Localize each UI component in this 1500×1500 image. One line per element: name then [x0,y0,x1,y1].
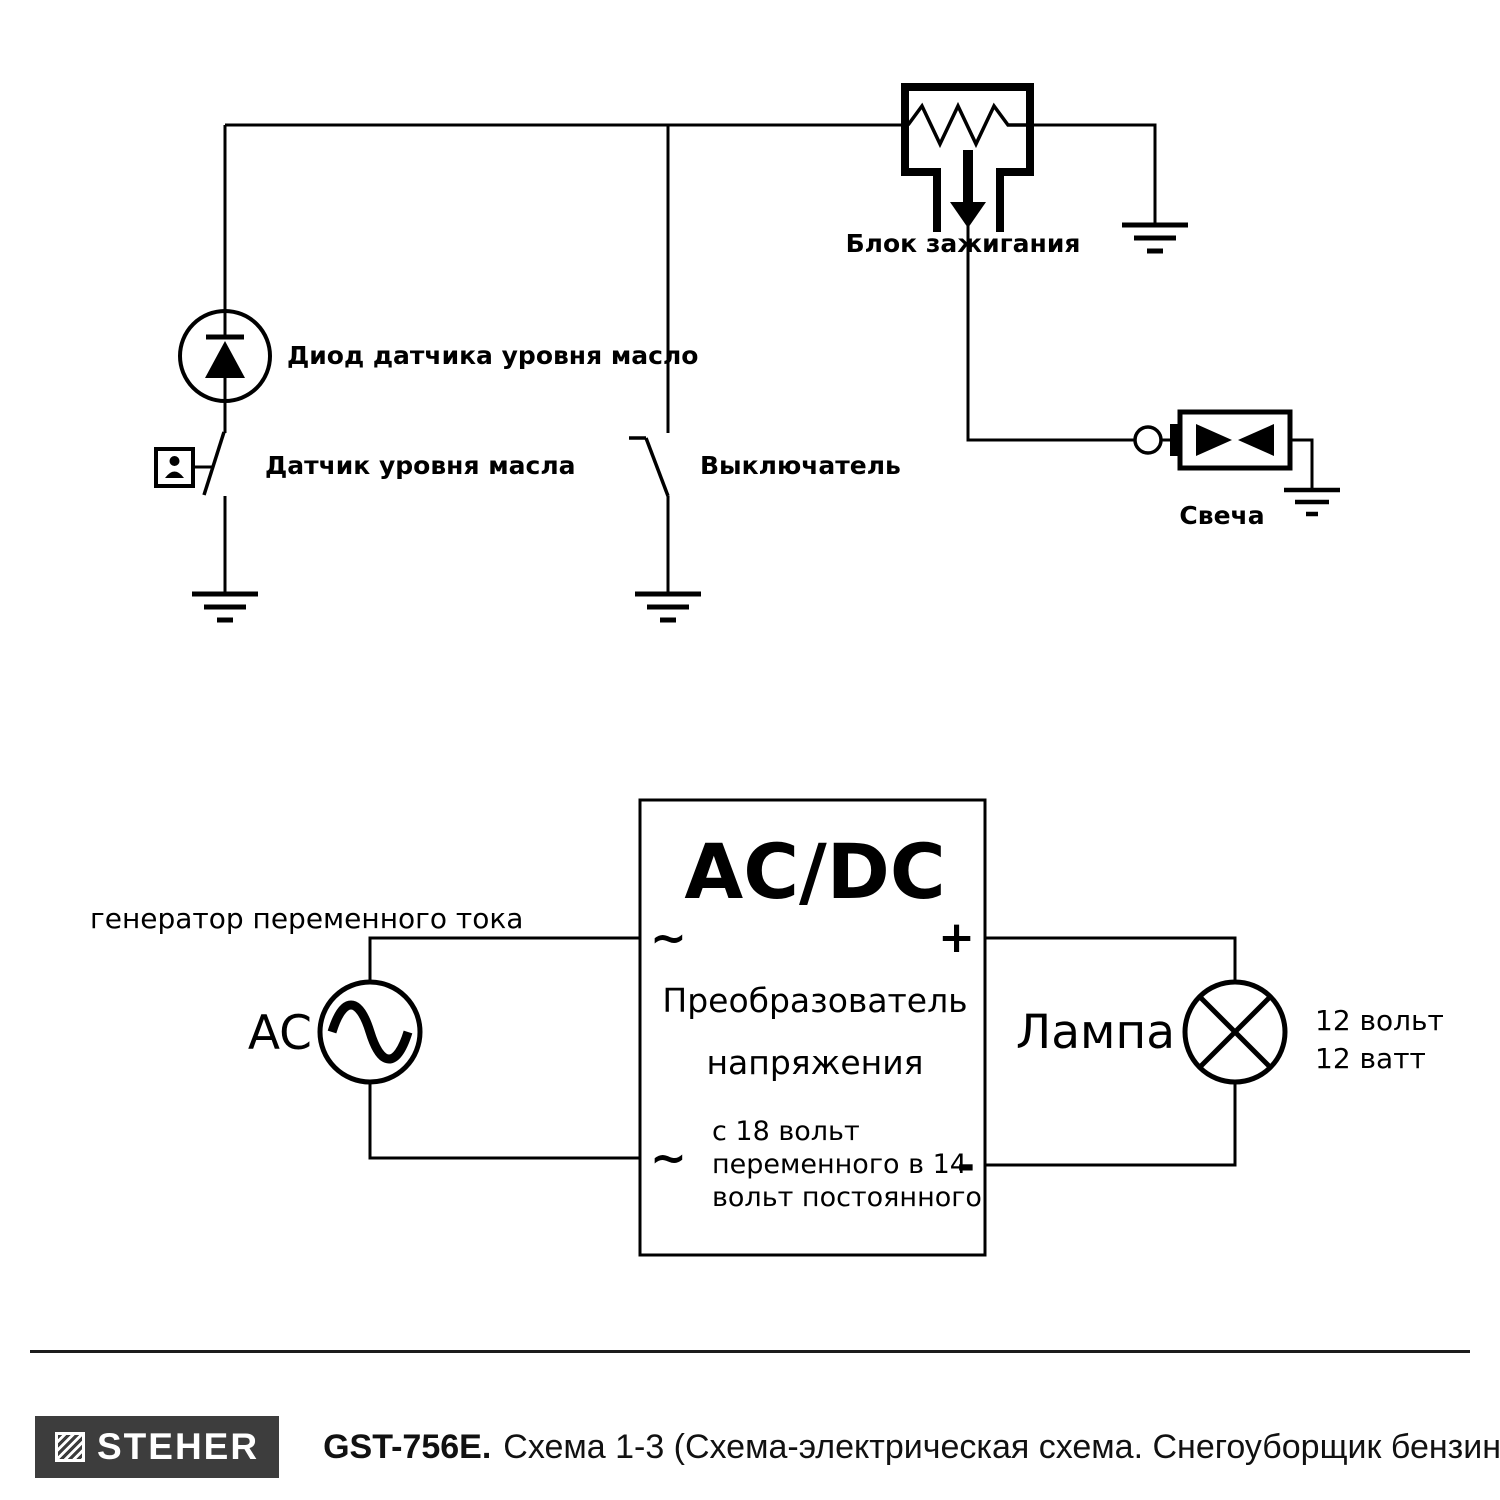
lamp-label: Лампа [1016,1005,1175,1060]
footer: STEHER GST-756E. Схема 1-3 (Схема-электри… [35,1416,1500,1478]
converter-name-line2: напряжения [706,1043,923,1082]
oil-sensor-diode: Диод датчика уровня масло [178,309,698,403]
schematic-canvas: Блок зажигания Диод датчика уровня масло… [90,83,1444,1257]
terminal-minus: - [957,1140,975,1191]
oil-level-sensor: Датчик уровня масла [154,431,576,496]
terminal-ac-bottom: ~ [650,1133,687,1184]
ground-icon [1122,222,1188,254]
model-number: GST-756E. [323,1427,492,1466]
lamp: Лампа 12 вольт 12 ватт [1016,979,1444,1085]
footer-divider [30,1350,1470,1353]
ground-icon [1284,487,1340,517]
footer-caption: GST-756E. Схема 1-3 (Схема-электрическая … [323,1428,1500,1467]
brand-name: STEHER [97,1426,260,1467]
converter-spec-line2: переменного в 14 [712,1149,967,1180]
switch-blade [202,431,226,496]
steher-logo: STEHER [35,1416,280,1478]
caption-text: Схема 1-3 (Схема-электрическая схема. Сн… [503,1427,1500,1466]
ac-generator: AC генератор переменного тока [90,902,523,1085]
sine-wave-icon [327,1000,413,1064]
ignition-block: Блок зажигания [846,83,1081,258]
power-switch: Выключатель [629,436,901,497]
converter-spec-line1: с 18 вольт [712,1116,860,1147]
diode-label: Диод датчика уровня масло [287,341,698,370]
oil-sensor-label: Датчик уровня масла [265,451,576,480]
lamp-power: 12 ватт [1315,1042,1426,1075]
operator-icon [169,456,180,466]
resistor-icon [906,101,1027,149]
ignition-block-label: Блок зажигания [846,229,1081,258]
circuit1-wires [223,123,1157,594]
spark-plug-label: Свеча [1179,501,1264,530]
terminal-plus: + [938,912,975,963]
steher-logo-icon [55,1432,85,1462]
switch-label: Выключатель [700,451,901,480]
spark-plug: Свеча [1133,409,1314,530]
switch-blade [644,437,670,497]
acdc-converter: AC/DC ~ + ~ - Преобразователь напряжения… [638,798,987,1257]
ground-icon [635,591,701,623]
circuit2-wires [368,936,1237,1167]
converter-title: AC/DC [684,827,945,916]
generator-label: генератор переменного тока [90,902,523,935]
converter-spec-line3: вольт постоянного [712,1182,982,1213]
ground-icon [192,591,258,623]
lamp-voltage: 12 вольт [1315,1004,1444,1037]
ac-label: AC [248,1006,312,1061]
converter-name-line1: Преобразователь [662,981,967,1020]
terminal-ac-top: ~ [650,913,687,964]
